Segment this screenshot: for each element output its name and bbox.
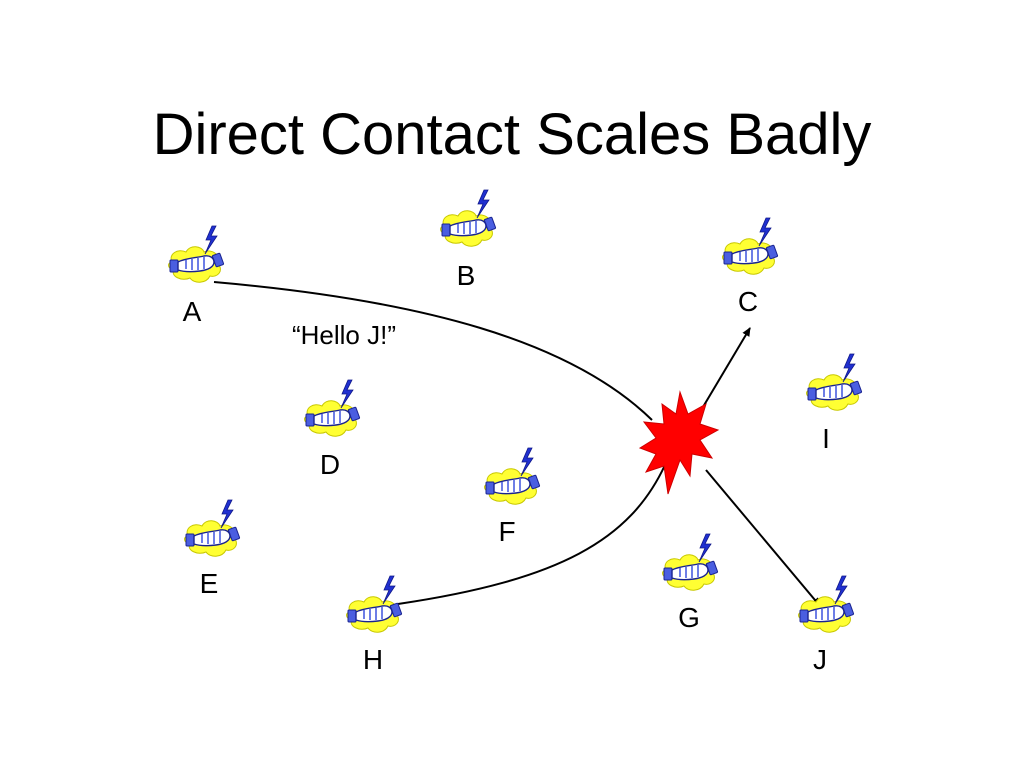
node-label: J [813, 644, 827, 675]
burst-icon [638, 390, 720, 495]
edge-collision-to-j [705, 469, 821, 607]
edge-a-to-collision [213, 281, 653, 421]
node-label: B [457, 260, 476, 291]
node-label: A [183, 296, 202, 327]
node-g[interactable]: G [661, 533, 719, 633]
handshake-icon [721, 217, 779, 276]
node-label: D [320, 449, 340, 480]
node-label: C [738, 286, 758, 317]
node-i[interactable]: I [805, 353, 863, 454]
handshake-icon [345, 575, 403, 634]
node-c[interactable]: C [721, 217, 779, 317]
node-label: E [200, 568, 219, 599]
node-label: H [363, 644, 383, 675]
edge-h-to-collision [397, 464, 666, 605]
node-label: F [498, 516, 515, 547]
handshake-icon [167, 225, 225, 284]
node-d[interactable]: D [303, 379, 361, 480]
edges-layer [213, 281, 821, 607]
handshake-icon [661, 533, 719, 592]
node-h[interactable]: H [345, 575, 403, 675]
node-j[interactable]: J [797, 575, 855, 675]
handshake-icon [805, 353, 863, 412]
handshake-icon [303, 379, 361, 438]
handshake-icon [483, 447, 541, 506]
node-a[interactable]: A [167, 225, 225, 327]
node-e[interactable]: E [183, 499, 241, 599]
node-b[interactable]: B [439, 189, 497, 291]
message-label: “Hello J!” [292, 320, 396, 350]
node-f[interactable]: F [483, 447, 541, 547]
node-label: I [822, 423, 830, 454]
handshake-icon [183, 499, 241, 558]
slide-title: Direct Contact Scales Badly [152, 102, 872, 167]
edge-collision-to-c [699, 327, 751, 413]
handshake-icon [797, 575, 855, 634]
handshake-icon [439, 189, 497, 248]
node-label: G [678, 602, 700, 633]
